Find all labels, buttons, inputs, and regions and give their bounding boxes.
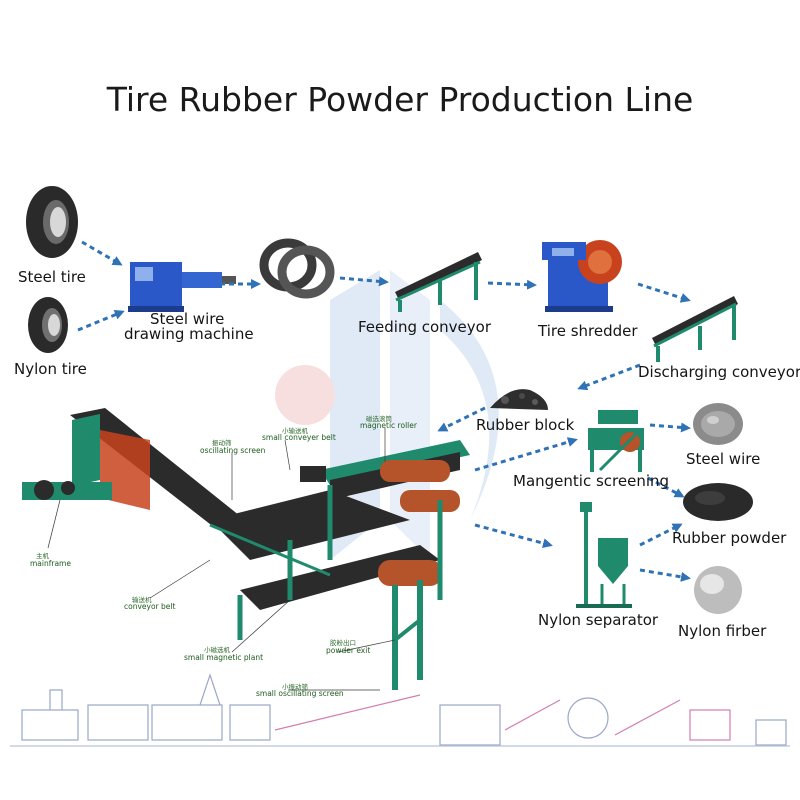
annotation-cn-oscillating-screen: 振动筛 [212, 439, 232, 447]
arrow-discharging-to-rubber-block [577, 363, 641, 391]
tire-rings-icon [259, 238, 335, 299]
annotation-powder-exit: powder exit [326, 646, 371, 655]
annotation-cn-small-magnetic-plant: 小磁选机 [204, 646, 230, 654]
annotation-lines [47, 428, 396, 691]
annotation-small-magnetic-plant: small magnetic plant [184, 653, 264, 662]
arrow-nylon-tire-to-machine [77, 310, 125, 332]
arrow-line-to-separator [474, 523, 553, 549]
label-rubber-powder: Rubber powder [672, 529, 787, 547]
label-nylon-separator: Nylon separator [538, 611, 659, 629]
label-rubber-block: Rubber block [476, 416, 575, 434]
nylon-tire-icon [28, 297, 68, 353]
label-tire-shredder: Tire shredder [538, 322, 638, 340]
label-feeding-conveyor: Feeding conveyor [358, 318, 492, 336]
label-steel-wire-machine-line1: Steel wire [150, 310, 225, 328]
arrow-feeding-to-shredder [487, 279, 537, 290]
label-discharging-conveyor: Discharging conveyor [638, 363, 800, 381]
arrow-steel-tire-to-machine [81, 240, 123, 266]
magnetic-screening-icon [588, 410, 644, 472]
steel-tire-icon [26, 186, 78, 258]
label-nylon-fiber: Nylon firber [678, 622, 767, 640]
steel-wire-product-icon [693, 403, 743, 445]
annotation-cn-magnetic-roller: 磁选滚筒 [366, 415, 392, 423]
arrow-separator-to-nylon [639, 568, 691, 582]
annotation-oscillating-screen: oscillating screen [200, 446, 266, 455]
label-steel-tire: Steel tire [18, 268, 86, 286]
feeding-conveyor-icon [395, 252, 482, 312]
main-production-line-illustration [22, 408, 470, 690]
rubber-powder-icon [683, 483, 753, 521]
annotation-cn-mainframe: 主机 [36, 552, 49, 560]
annotation-magnetic-roller: magnetic roller [360, 421, 417, 430]
label-magnetic-screening: Mangentic screening [513, 472, 670, 490]
bottom-layout-schematic [10, 673, 790, 747]
label-steel-wire-machine-line2: drawing machine [124, 325, 254, 343]
nylon-separator-icon [576, 502, 632, 608]
annotation-mainframe: mainframe [30, 559, 71, 568]
flow-arrows [77, 240, 691, 582]
label-nylon-tire: Nylon tire [14, 360, 87, 378]
arrow-separator-to-powder [639, 523, 683, 547]
arrow-shredder-to-discharging [637, 282, 691, 303]
annotation-cn-powder-exit: 胶粉出口 [330, 639, 356, 647]
arrow-to-steel-wire [649, 422, 691, 433]
arrow-rings-to-feeding [339, 276, 389, 287]
arrow-to-rubber-powder [647, 476, 685, 498]
steel-wire-drawing-machine-icon [128, 262, 236, 312]
annotation-cn-small-conveyor-belt: 小输送机 [282, 427, 308, 435]
annotation-cn-conveyor-belt: 输送机 [132, 596, 152, 604]
discharging-conveyor-icon [652, 296, 738, 362]
nylon-fiber-icon [694, 566, 742, 614]
annotation-small-oscillating-screen: small oscillating screen [256, 689, 344, 698]
annotation-conveyor-belt: conveyor belt [124, 602, 176, 611]
diagram-title: Tire Rubber Powder Production Line [106, 80, 694, 119]
tire-shredder-icon [542, 240, 622, 312]
label-steel-wire: Steel wire [686, 450, 761, 468]
annotation-small-conveyor-belt: small conveyer belt [262, 433, 336, 442]
annotation-cn-small-oscillating-screen: 小振动筛 [282, 683, 308, 691]
rubber-block-icon [490, 389, 548, 410]
